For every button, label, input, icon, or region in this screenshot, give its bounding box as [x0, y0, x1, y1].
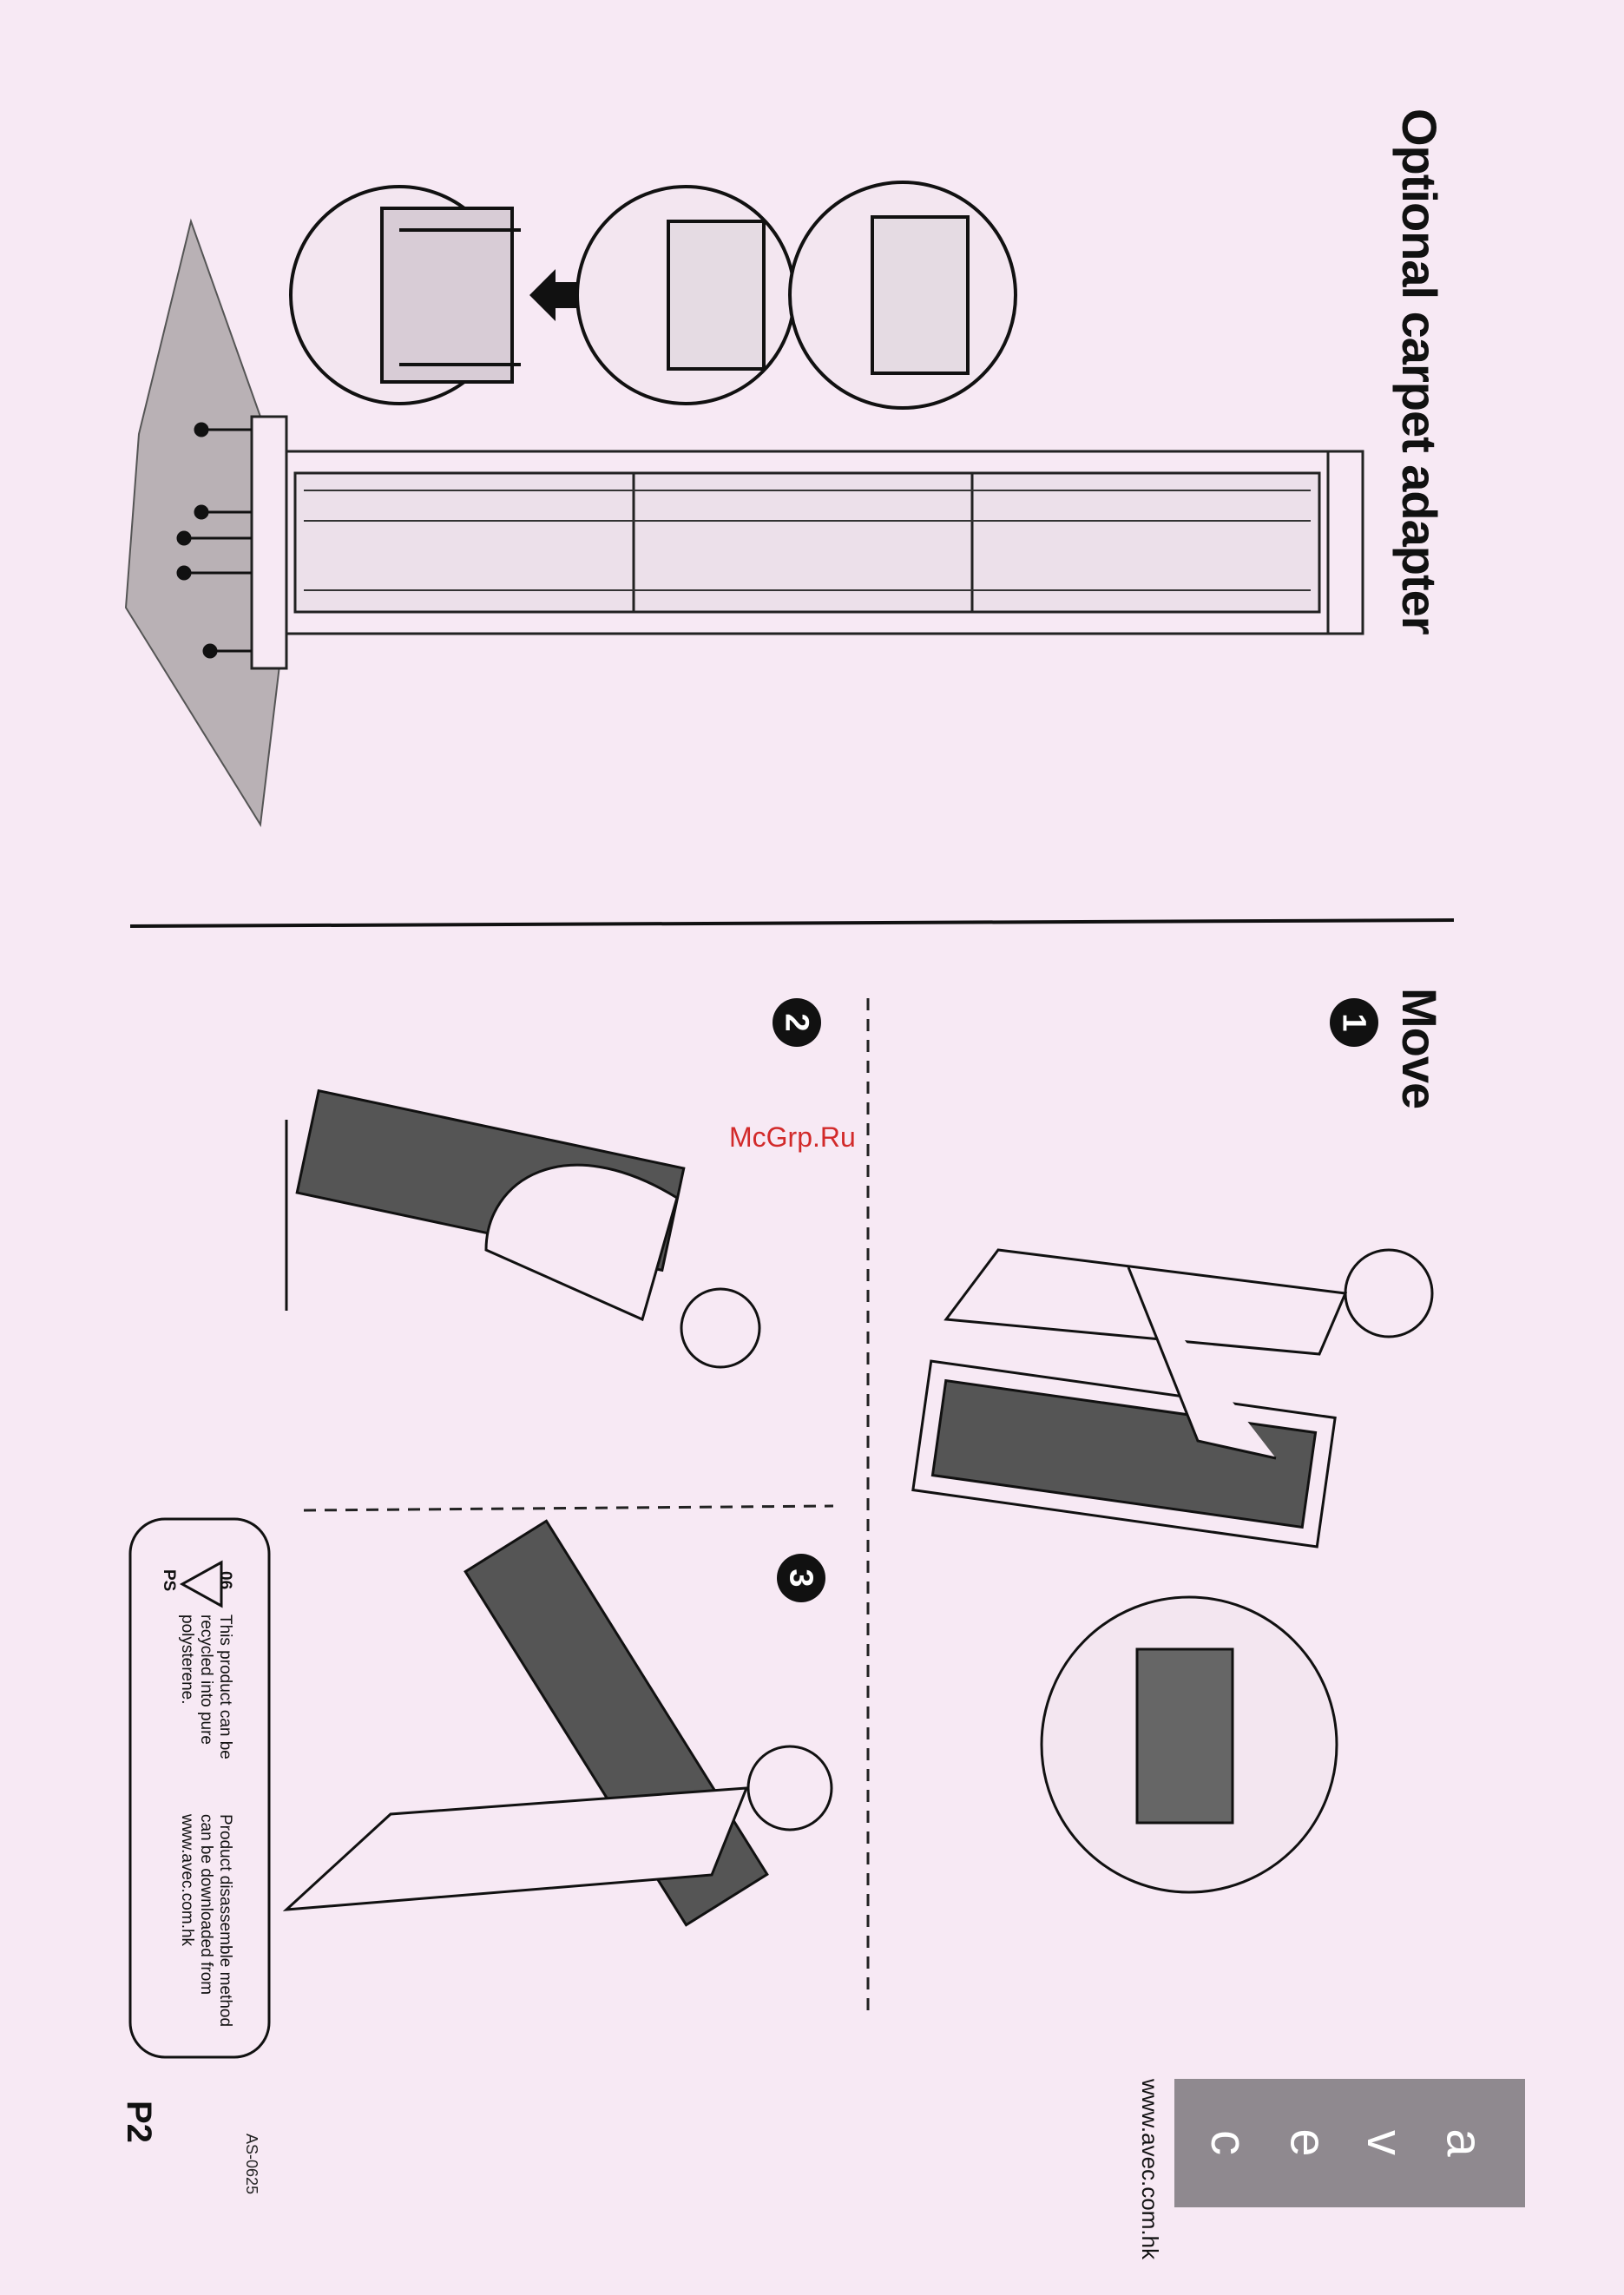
recycle-code-number: 06: [215, 1571, 234, 1589]
step2-illustration: [286, 1091, 759, 1367]
step-number-1: 1: [1330, 998, 1378, 1047]
page-number: P2: [119, 2101, 158, 2143]
website-url: www.avec.com.hk: [1136, 2079, 1163, 2259]
disassemble-text: Product disassemble method can be downlo…: [177, 1814, 234, 2027]
step3-illustration: [286, 1521, 832, 1924]
step1-illustration: [913, 1250, 1432, 1892]
detail-circle-1: [291, 187, 521, 404]
arrow-left: [529, 269, 577, 321]
model-number: AS-0625: [242, 2134, 260, 2194]
move-title: Move: [1391, 988, 1448, 1108]
carpet-adapter-title: Optional carpet adapter: [1391, 109, 1448, 635]
section-divider: [130, 920, 1454, 926]
detail-circle-2: [577, 187, 794, 404]
recycle-code-label: PS: [159, 1569, 178, 1591]
avec-logo: a v e c: [1174, 2079, 1525, 2207]
detail-circle-3: [790, 182, 1016, 408]
step-number-2: 2: [773, 998, 821, 1047]
cd-tower-illustration: [252, 417, 1363, 668]
step-number-3: 3: [777, 1554, 825, 1602]
dashed-divider-horizontal: [304, 1506, 833, 1510]
watermark-text: McGrp.Ru: [729, 1121, 856, 1154]
recycle-text: This product can be recycled into pure p…: [177, 1614, 234, 1759]
